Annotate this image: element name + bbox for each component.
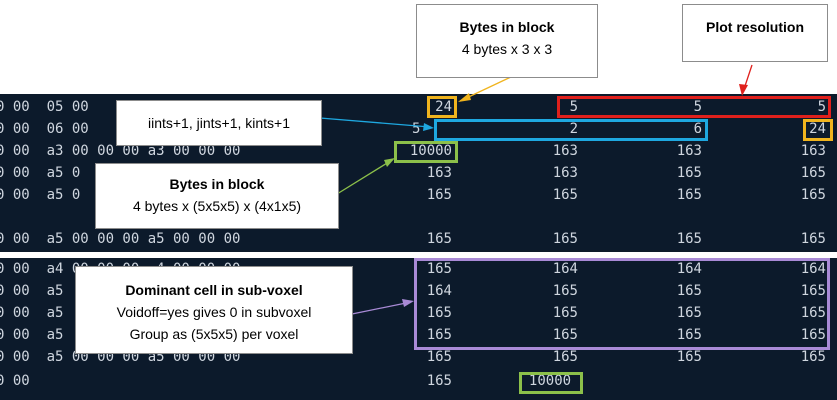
value-cell: 165 (800, 187, 826, 203)
hex-text: 0 00 a5 00 00 00 a5 00 00 00 (0, 231, 241, 247)
value-cell: 24 (435, 99, 452, 115)
value-cell: 24 (809, 121, 826, 137)
hex-text: 0 00 (0, 373, 30, 389)
callout-text: 4 bytes x (5x5x5) x (4x1x5) (132, 198, 302, 214)
value-cell: 10000 (528, 373, 572, 389)
value-cell: 165 (426, 231, 452, 247)
value-cell: 5 (817, 99, 826, 115)
callout-text: iints+1, jints+1, kints+1 (147, 115, 291, 131)
terminal-row: 0 00 a5 0 163 163 165 165 (0, 162, 837, 184)
value-cell: 165 (552, 305, 578, 321)
hex-text: 0 00 a5 (0, 283, 64, 299)
hex-text: 0 00 06 00 (0, 121, 89, 137)
value-cell: 165 (676, 305, 702, 321)
highlight-box-dominant-cells (414, 258, 830, 350)
value-cell: 163 (552, 165, 578, 181)
value-cell: 2 (569, 121, 578, 137)
value-cell: 10000 (409, 143, 452, 159)
value-cell: 164 (426, 283, 452, 299)
value-cell: 165 (676, 165, 702, 181)
value-cell: 165 (552, 231, 578, 247)
arrow-bytes-mid (336, 159, 393, 195)
callout-text: Voidoff=yes gives 0 in subvoxel (116, 304, 312, 320)
callout-title: Bytes in block (459, 19, 555, 35)
callout-title: Dominant cell in sub-voxel (125, 282, 303, 298)
highlight-box-bytes-value-top (394, 141, 458, 163)
value-cell: 165 (800, 165, 826, 181)
value-cell: 165 (426, 187, 452, 203)
callout-title: Bytes in block (169, 176, 265, 192)
value-cell: 165 (800, 349, 826, 365)
arrow-head (458, 93, 471, 102)
terminal-row: 0 00 05 00 24 5 5 5 (0, 96, 837, 118)
terminal-row: 0 00 a5 0 165 165 165 165 (0, 184, 837, 206)
callout-bytes-in-block-top: Bytes in block 4 bytes x 3 x 3 (416, 4, 598, 78)
hex-text: 0 00 a5 0 (0, 165, 81, 181)
callout-iints: iints+1, jints+1, kints+1 (116, 100, 322, 146)
callout-bytes-in-block-mid: Bytes in block 4 bytes x (5x5x5) x (4x1x… (95, 163, 339, 229)
terminal-row: 0 00 06 00 5 2 6 24 (0, 118, 837, 140)
terminal-row: 0 00 a5 00 00 00 a5 00 00 00 165 165 165… (0, 228, 837, 250)
value-cell: 6 (693, 121, 702, 137)
highlight-box-bytes-header (427, 96, 457, 118)
arrow-iints (319, 117, 431, 128)
value-cell: 5 (412, 121, 421, 137)
terminal-row: 0 00 a5 165 165 165 165 (0, 302, 837, 324)
value-cell: 165 (800, 305, 826, 321)
value-cell: 163 (552, 143, 578, 159)
arrow-head (402, 299, 414, 307)
value-cell: 163 (676, 143, 702, 159)
arrow-head (384, 158, 395, 167)
value-cell: 165 (552, 349, 578, 365)
value-cell: 165 (800, 283, 826, 299)
value-cell: 165 (800, 327, 826, 343)
value-cell: 5 (693, 99, 702, 115)
value-cell: 165 (800, 231, 826, 247)
terminal-row: 0 00 165 10000 (0, 370, 837, 392)
arrow-dominant (351, 301, 412, 315)
hex-text: 0 00 05 00 (0, 99, 89, 115)
arrow-head (423, 123, 434, 131)
value-cell: 165 (426, 349, 452, 365)
callout-text: 4 bytes x 3 x 3 (461, 41, 553, 57)
arrow-head (739, 84, 748, 96)
highlight-box-plot-resolution (557, 96, 831, 118)
value-cell: 165 (676, 231, 702, 247)
value-cell: 164 (800, 261, 826, 277)
value-cell: 165 (676, 327, 702, 343)
callout-text: Group as (5x5x5) per voxel (129, 326, 299, 342)
hex-text: 0 00 a3 00 00 00 a3 00 00 00 (0, 143, 241, 159)
highlight-box-bytes-trailer (803, 119, 833, 141)
terminal-row: 0 00 a3 00 00 00 a3 00 00 00 10000 163 1… (0, 140, 837, 162)
value-cell: 165 (426, 373, 452, 389)
value-cell: 165 (552, 327, 578, 343)
value-cell: 165 (552, 187, 578, 203)
value-cell: 163 (800, 143, 826, 159)
hex-text: 0 00 a5 (0, 305, 64, 321)
highlight-box-iints (434, 119, 708, 141)
value-cell: 164 (552, 261, 578, 277)
value-cell: 165 (676, 187, 702, 203)
terminal-row: 0 00 a5 164 165 165 165 (0, 280, 837, 302)
value-cell: 165 (426, 261, 452, 277)
value-cell: 165 (426, 305, 452, 321)
callout-title: Plot resolution (706, 19, 804, 35)
callout-plot-resolution: Plot resolution (682, 4, 828, 62)
callout-dominant-cell: Dominant cell in sub-voxel Voidoff=yes g… (75, 266, 353, 354)
value-cell: 165 (676, 349, 702, 365)
value-cell: 164 (676, 261, 702, 277)
value-cell: 165 (676, 283, 702, 299)
highlight-box-bytes-value-bottom (519, 372, 583, 394)
value-cell: 165 (426, 327, 452, 343)
hex-text: 0 00 a5 0 (0, 187, 81, 203)
terminal-row: 0 00 a5 165 165 165 165 (0, 324, 837, 346)
value-cell: 163 (426, 165, 452, 181)
value-cell: 5 (569, 99, 578, 115)
hex-text: 0 00 a5 (0, 327, 64, 343)
value-cell: 165 (552, 283, 578, 299)
